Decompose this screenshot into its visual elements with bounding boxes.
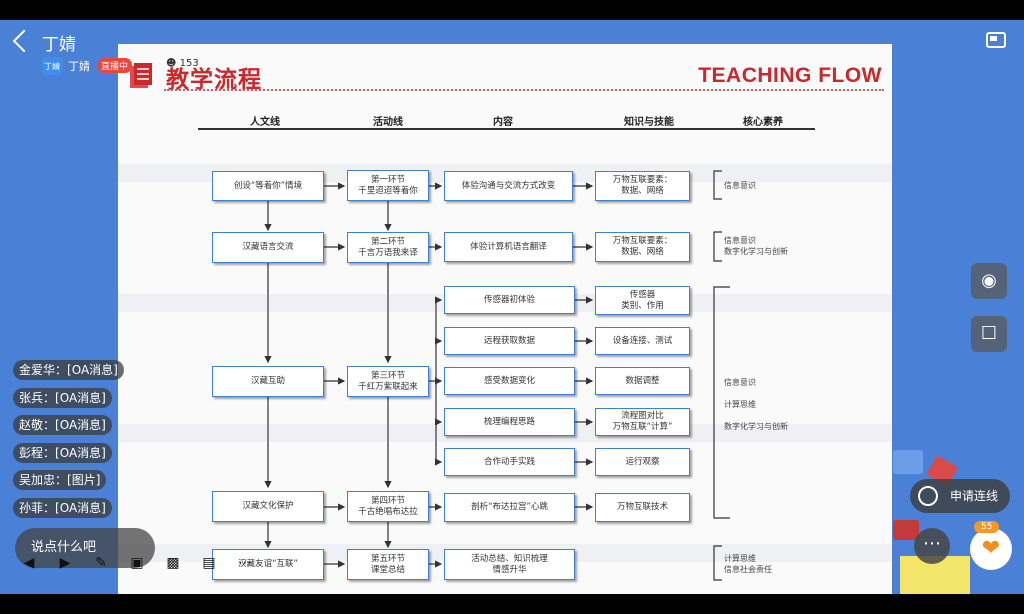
col-header-humanities: 人文线 <box>250 117 280 128</box>
content-box: 体验计算机语言翻译 <box>444 232 573 262</box>
content-box: 剖析“布达拉宫”心跳 <box>444 493 575 522</box>
host-name: 丁婧 <box>42 35 76 55</box>
title-divider <box>164 89 884 91</box>
apply-connect-button[interactable]: 申请连线 <box>910 479 1010 513</box>
activity-box: 第五环节 课堂总结 <box>347 549 429 580</box>
core-literacy: 信息意识 数字化学习与创新 <box>724 236 788 256</box>
knowledge-box: 运行观察 <box>595 448 690 476</box>
content-box: 体验沟通与交流方式改变 <box>444 171 573 201</box>
content-box: 远程获取数据 <box>444 327 575 355</box>
activity-box: 第四环节 千古绝唱布达拉 <box>347 491 429 522</box>
thumbs-up-icon[interactable]: ❤ <box>970 528 1012 570</box>
humanities-box: 汉藏语言交流 <box>212 232 324 263</box>
chat-user: 张兵 <box>19 391 44 405</box>
content-box: 感受数据变化 <box>444 367 575 395</box>
lock-icon[interactable]: ☐ <box>971 316 1007 352</box>
chat-message: 张兵：[OA消息] <box>13 388 112 408</box>
col-header-activity: 活动线 <box>373 117 403 128</box>
flow-connectors <box>264 170 730 581</box>
content-box: 合作动手实践 <box>444 448 575 476</box>
chat-message: 吴加忠：[图片] <box>13 470 107 490</box>
play-icon[interactable]: ◀ <box>23 555 35 571</box>
chat-text: [OA消息] <box>55 446 106 460</box>
chat-user: 吴加忠 <box>19 473 56 487</box>
chat-user: 金爱华 <box>19 363 56 377</box>
header-rule <box>198 128 815 130</box>
more-icon[interactable]: ⋯ <box>914 528 950 564</box>
scan-icon[interactable]: ▣ <box>130 555 144 571</box>
chat-text: [OA消息] <box>55 501 106 515</box>
humanities-box: 汉藏互助 <box>212 366 324 397</box>
humanities-box: 创设“等着你”情境 <box>212 171 324 201</box>
decor-shape <box>893 450 923 474</box>
play-icon[interactable]: ▶ <box>59 555 71 571</box>
host-label: 丁婧 <box>68 60 90 73</box>
chat-text: [OA消息] <box>55 418 106 432</box>
chat-message: 孙菲：[OA消息] <box>13 498 112 518</box>
knowledge-box: 传感器 类别、作用 <box>595 286 690 315</box>
apply-connect-label: 申请连线 <box>950 489 999 503</box>
knowledge-box: 万物互联要素： 数据、网络 <box>595 171 690 201</box>
like-count: 55 <box>974 521 1000 533</box>
viewer-count-value: 153 <box>179 58 199 69</box>
core-literacy: 信息意识 计算思维 数字化学习与创新 <box>724 378 788 431</box>
document-icon <box>130 63 152 88</box>
chat-icon[interactable]: ▤ <box>202 555 216 571</box>
live-stage: 教学流程 TEACHING FLOW 人文线 活动线 内容 知识与技能 核心素养 <box>0 20 1024 594</box>
chat-user: 孙菲 <box>19 501 44 515</box>
col-header-knowledge: 知识与技能 <box>624 117 674 128</box>
col-header-content: 内容 <box>493 117 513 128</box>
knowledge-box: 万物互联技术 <box>595 493 690 522</box>
chat-user: 赵敬 <box>19 418 44 432</box>
link-icon <box>918 486 938 506</box>
back-icon[interactable] <box>12 29 36 53</box>
col-header-core: 核心素养 <box>743 117 783 128</box>
knowledge-box: 万物互联要素： 数据、网络 <box>595 232 690 262</box>
more-icon[interactable]: ⋯ <box>238 555 252 571</box>
core-literacy: 计算思维 信息社会责任 <box>724 554 772 574</box>
youtube-icon <box>893 520 919 540</box>
knowledge-box: 流程图对比 万物互联“计算” <box>595 408 690 436</box>
live-badge: 直播中 <box>97 58 133 73</box>
knowledge-box: 数据调整 <box>595 367 690 395</box>
humanities-box: 汉藏友谊“互联” <box>212 549 324 580</box>
core-literacy: 信息意识 <box>724 181 756 190</box>
chat-message: 彭程：[OA消息] <box>13 443 112 463</box>
content-box: 活动总结、知识梳理 情感升华 <box>444 549 575 580</box>
slide-title: 教学流程 <box>166 66 262 93</box>
humanities-box: 汉藏文化保护 <box>212 491 324 522</box>
pen-icon[interactable]: ✎ <box>95 555 107 571</box>
chat-message: 金爱华：[OA消息] <box>13 360 124 380</box>
viewer-count: ☻ 153 <box>166 58 199 69</box>
content-box: 传感器初体验 <box>444 286 575 314</box>
chat-user: 彭程 <box>19 446 44 460</box>
comment-input[interactable]: 说点什么吧 <box>15 528 155 568</box>
slide-title-en: TEACHING FLOW <box>698 64 882 87</box>
pip-icon[interactable] <box>986 32 1006 48</box>
video-icon[interactable]: ▩ <box>166 555 180 571</box>
chat-text: [OA消息] <box>67 363 118 377</box>
avatar[interactable]: 丁婧 <box>42 57 62 75</box>
bottom-bar <box>0 594 1024 614</box>
user-icon: ☻ <box>166 58 177 69</box>
knowledge-box: 设备连接、测试 <box>595 327 690 355</box>
activity-box: 第三环节 千红万紫联起来 <box>347 366 429 397</box>
chat-message: 赵敬：[OA消息] <box>13 415 112 435</box>
slide: 教学流程 TEACHING FLOW 人文线 活动线 内容 知识与技能 核心素养 <box>118 44 892 594</box>
chat-text: [图片] <box>67 473 101 487</box>
activity-box: 第二环节 千言万语我来译 <box>347 232 429 263</box>
content-box: 梳理编程思路 <box>444 408 575 436</box>
camera-icon[interactable]: ◉ <box>971 263 1007 299</box>
activity-box: 第一环节 千里迢迢等着你 <box>347 170 429 201</box>
chat-text: [OA消息] <box>55 391 106 405</box>
